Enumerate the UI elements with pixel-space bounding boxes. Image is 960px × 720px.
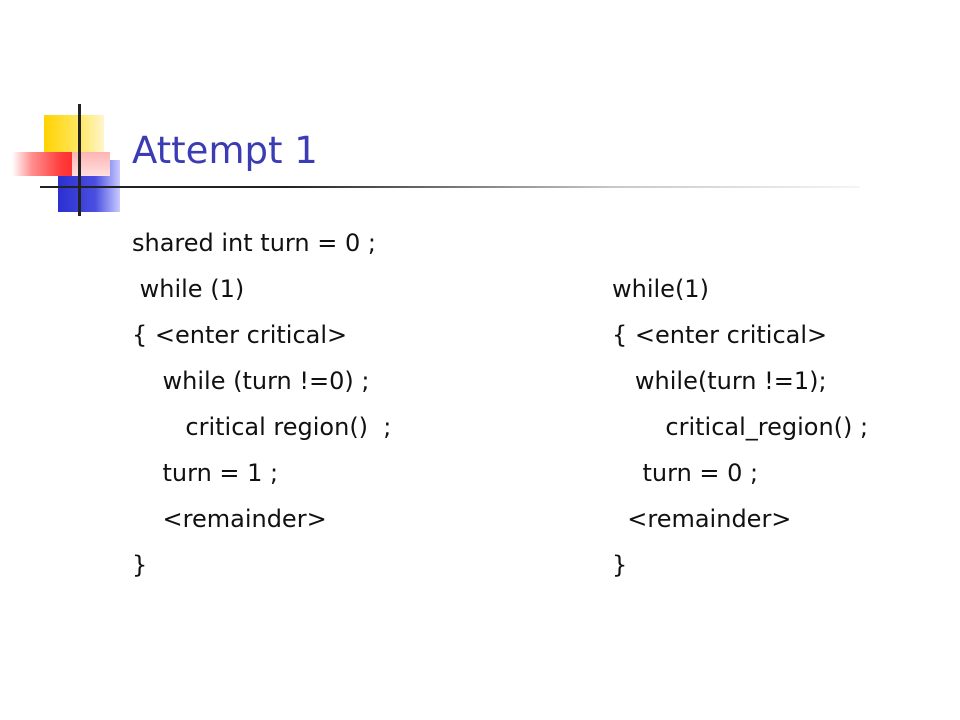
code-line: { <enter critical> — [612, 321, 828, 349]
code-line: } — [132, 551, 148, 579]
code-line: <remainder> — [612, 505, 792, 533]
code-line: critical region() ; — [132, 413, 392, 441]
left-code-block: shared int turn = 0 ; while (1) { <enter… — [132, 220, 391, 588]
logo-red-fade — [72, 152, 110, 176]
logo-vertical-line — [78, 104, 81, 216]
slide-title: Attempt 1 — [132, 129, 318, 172]
code-line: <remainder> — [132, 505, 327, 533]
code-line: turn = 0 ; — [612, 459, 759, 487]
right-code-block: while(1) { <enter critical> while(turn !… — [612, 220, 868, 588]
code-line: while(turn !=1); — [612, 367, 827, 395]
code-line: while (turn !=0) ; — [132, 367, 370, 395]
code-line: turn = 1 ; — [132, 459, 279, 487]
code-line: { <enter critical> — [132, 321, 348, 349]
logo-red-bar — [12, 152, 78, 176]
logo-blue-square — [58, 160, 120, 212]
code-line — [612, 220, 868, 266]
code-line: critical_region() ; — [612, 413, 869, 441]
title-underline — [40, 186, 860, 188]
code-line: while (1) — [132, 275, 245, 303]
code-line: } — [612, 551, 628, 579]
code-line: while(1) — [612, 275, 709, 303]
code-line: shared int turn = 0 ; — [132, 229, 376, 257]
logo-yellow-square — [44, 115, 104, 175]
